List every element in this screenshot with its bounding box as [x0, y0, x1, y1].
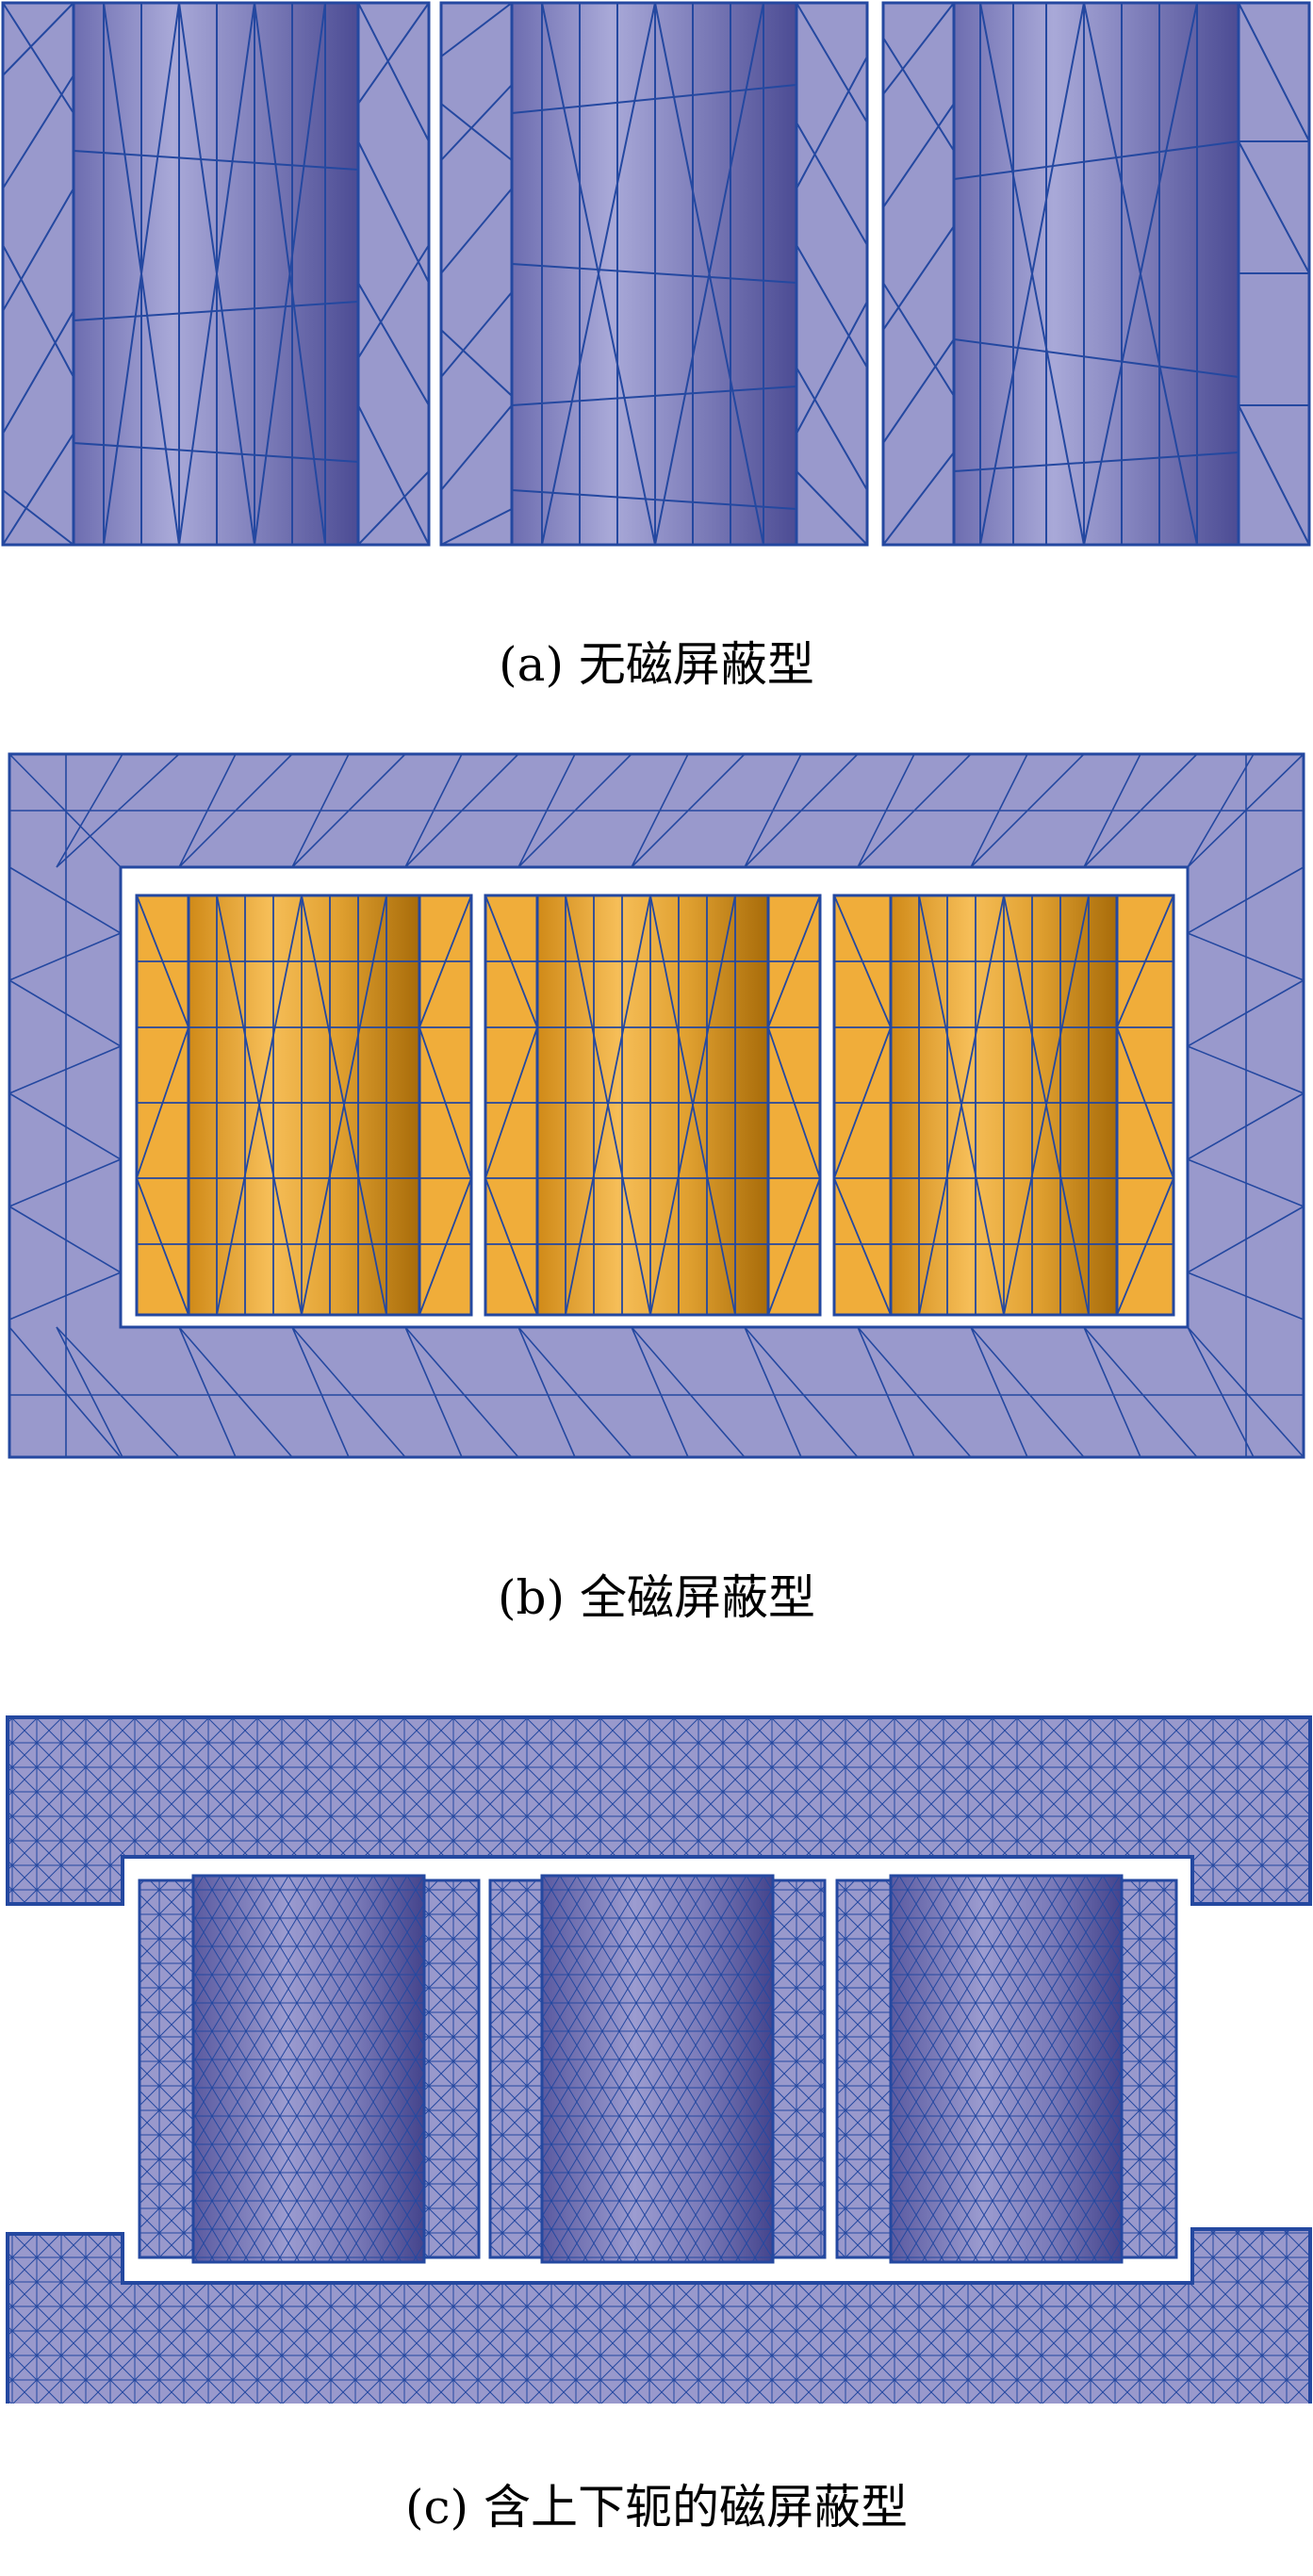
upper-yoke	[6, 1715, 1312, 1906]
caption-c: (c) 含上下轭的磁屏蔽型	[405, 2480, 908, 2535]
panel-a-mesh	[1, 1, 1311, 547]
shield-frame	[8, 752, 1305, 1459]
lower-yoke	[6, 2227, 1312, 2404]
caption-b: (b) 全磁屏蔽型	[498, 1570, 815, 1625]
panel-b-mesh	[8, 752, 1305, 1459]
winding-block-a1	[1, 1, 431, 547]
coil-block-c1	[138, 1874, 481, 2264]
coil-block-b3	[832, 894, 1175, 1317]
coil-block-b1	[135, 894, 473, 1317]
coil-block-c3	[835, 1874, 1178, 2264]
winding-block-a3	[881, 1, 1311, 547]
winding-block-a2	[439, 1, 869, 547]
panel-c-mesh	[6, 1715, 1312, 2404]
coil-block-c2	[488, 1874, 827, 2264]
caption-a: (a) 无磁屏蔽型	[499, 637, 814, 692]
coil-block-b2	[484, 894, 822, 1317]
